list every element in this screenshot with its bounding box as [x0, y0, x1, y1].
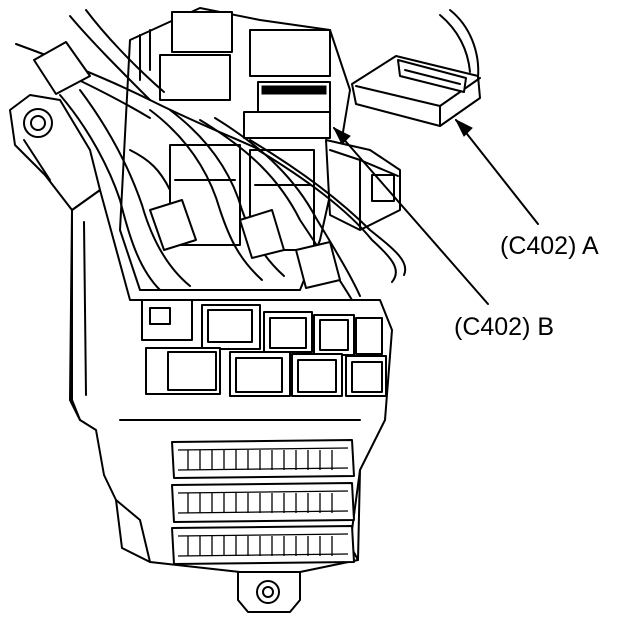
connector-c402-b: [325, 139, 401, 231]
fuse-row-1: [171, 439, 355, 479]
relay-sockets-lower: [145, 347, 387, 397]
wire-harness: [15, 9, 407, 301]
mounting-bracket-left: [9, 94, 101, 211]
mounting-tab-bottom: [237, 571, 301, 613]
leader-line-c402-b: [332, 126, 489, 305]
label-c402-b: (C402) B: [454, 313, 555, 341]
label-c402-a: (C402) A: [500, 232, 599, 260]
fuse-row-3: [171, 525, 355, 565]
connector-c402-a: [351, 9, 481, 127]
relay-sockets-upper: [141, 299, 383, 356]
leader-line-c402-a: [454, 118, 539, 225]
fuse-row-2: [171, 482, 355, 523]
